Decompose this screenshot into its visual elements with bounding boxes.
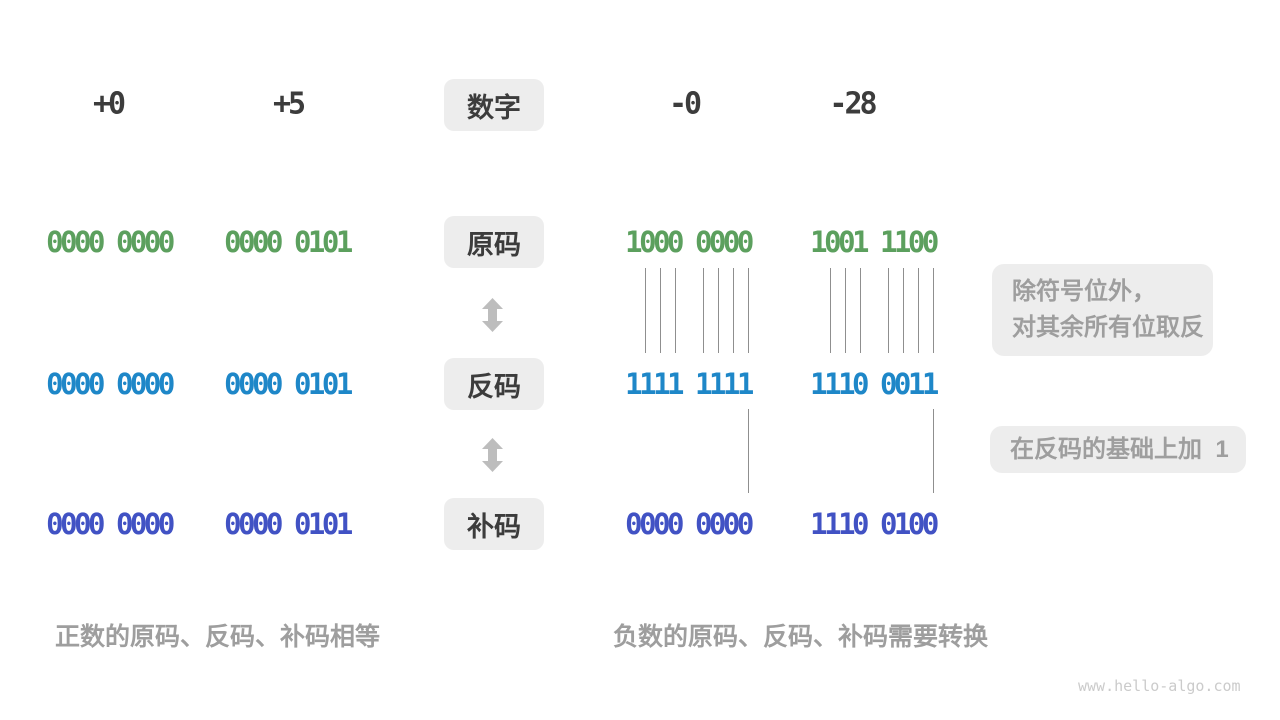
bit-connector-line [888, 268, 889, 353]
bit-connector-line [660, 268, 661, 353]
header-number-plus5: +5 [272, 86, 306, 122]
caption-negative-numbers: 负数的原码、反码、补码需要转换 [613, 623, 989, 651]
sign-magnitude-plus0: 0000 0000 [46, 225, 175, 259]
ones-complement-plus0: 0000 0000 [46, 367, 175, 401]
bit-connector-line [748, 268, 749, 353]
note-invert-bits: 除符号位外， 对其余所有位取反 [992, 264, 1213, 356]
watermark: www.hello-algo.com [1078, 677, 1241, 695]
tag-twos-complement: 补码 [444, 498, 544, 550]
header-number-minus0: -0 [668, 86, 702, 122]
caption-positive-numbers: 正数的原码、反码、补码相等 [55, 623, 381, 651]
bit-connector-line [718, 268, 719, 353]
bit-connector-line [903, 268, 904, 353]
bit-connector-line [748, 409, 749, 493]
ones-complement-minus0: 1111 1111 [625, 367, 754, 401]
bit-connector-line [675, 268, 676, 353]
sign-magnitude-plus5: 0000 0101 [224, 225, 353, 259]
updown-arrow-icon [482, 438, 503, 472]
tag-ones-complement: 反码 [444, 358, 544, 410]
ones-complement-minus28: 1110 0011 [810, 367, 939, 401]
bit-connector-line [933, 268, 934, 353]
twos-complement-plus0: 0000 0000 [46, 507, 175, 541]
updown-arrow-icon [482, 298, 503, 332]
bit-connector-line [860, 268, 861, 353]
sign-magnitude-minus28: 1001 1100 [810, 225, 939, 259]
twos-complement-minus28: 1110 0100 [810, 507, 939, 541]
bit-connector-line [918, 268, 919, 353]
sign-magnitude-minus0: 1000 0000 [625, 225, 754, 259]
bit-connector-line [830, 268, 831, 353]
tag-number: 数字 [444, 79, 544, 131]
bit-connector-line [645, 268, 646, 353]
header-number-plus0: +0 [92, 86, 126, 122]
tag-sign-magnitude: 原码 [444, 216, 544, 268]
bit-connector-line [933, 409, 934, 493]
ones-complement-plus5: 0000 0101 [224, 367, 353, 401]
header-number-minus28: -28 [829, 86, 877, 122]
bit-connector-line [733, 268, 734, 353]
note-add-one: 在反码的基础上加 1 [990, 426, 1246, 473]
note-add-one-text: 在反码的基础上加 1 [1010, 435, 1229, 463]
twos-complement-minus0: 0000 0000 [625, 507, 754, 541]
bit-connector-line [845, 268, 846, 353]
note-invert-bits-line1: 除符号位外， [1012, 278, 1156, 305]
note-invert-bits-line2: 对其余所有位取反 [1012, 314, 1204, 341]
twos-complement-plus5: 0000 0101 [224, 507, 353, 541]
bit-connector-line [703, 268, 704, 353]
